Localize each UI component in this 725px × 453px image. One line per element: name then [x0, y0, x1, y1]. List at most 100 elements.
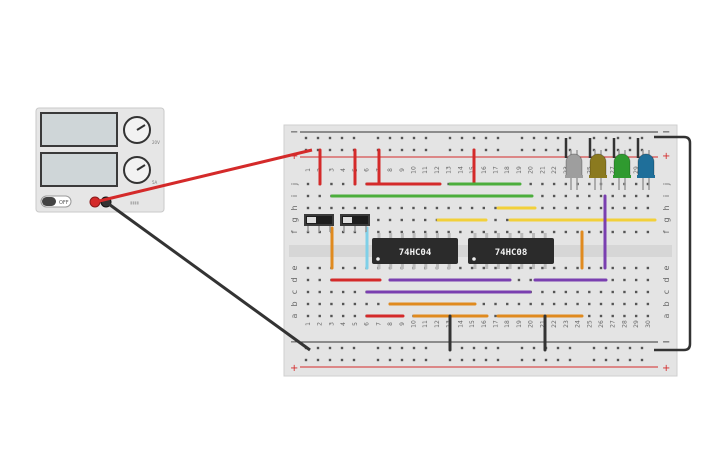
hole[interactable]	[318, 290, 321, 294]
hole[interactable]	[611, 266, 614, 270]
hole[interactable]	[623, 290, 626, 294]
hole[interactable]	[634, 206, 638, 210]
rail-hole[interactable]	[388, 358, 392, 362]
hole[interactable]	[377, 230, 380, 234]
hole[interactable]	[552, 266, 556, 270]
rail-hole[interactable]	[640, 358, 644, 362]
rail-hole[interactable]	[628, 148, 632, 152]
hole[interactable]	[494, 302, 497, 306]
hole[interactable]	[552, 206, 556, 210]
hole[interactable]	[341, 266, 345, 270]
hole[interactable]	[611, 278, 614, 282]
hole[interactable]	[459, 230, 462, 234]
hole[interactable]	[388, 230, 392, 234]
rail-hole[interactable]	[304, 358, 308, 362]
hole[interactable]	[494, 218, 497, 222]
hole[interactable]	[611, 314, 614, 318]
rail-hole[interactable]	[400, 136, 404, 140]
rail-hole[interactable]	[640, 148, 644, 152]
hole[interactable]	[424, 218, 427, 222]
rail-hole[interactable]	[496, 346, 500, 350]
hole[interactable]	[400, 218, 403, 222]
hole[interactable]	[564, 302, 568, 306]
external-wires[interactable]	[94, 135, 692, 352]
hole[interactable]	[517, 266, 521, 270]
hole[interactable]	[552, 302, 556, 306]
hole[interactable]	[588, 230, 591, 234]
rail-hole[interactable]	[328, 346, 332, 350]
hole[interactable]	[634, 194, 638, 198]
hole[interactable]	[306, 314, 310, 318]
hole[interactable]	[529, 302, 532, 306]
hole[interactable]	[564, 230, 568, 234]
rail-hole[interactable]	[520, 148, 524, 152]
hole[interactable]	[599, 290, 603, 294]
hole[interactable]	[341, 314, 345, 318]
hole[interactable]	[341, 302, 345, 306]
hole[interactable]	[353, 266, 357, 270]
rail-hole[interactable]	[328, 136, 332, 140]
hole[interactable]	[599, 206, 603, 210]
hole[interactable]	[400, 230, 403, 234]
rail-hole[interactable]	[628, 346, 632, 350]
hole[interactable]	[318, 278, 321, 282]
rail-hole[interactable]	[592, 148, 596, 152]
hole[interactable]	[482, 230, 485, 234]
rail-hole[interactable]	[376, 136, 380, 140]
hole[interactable]	[353, 206, 357, 210]
hole[interactable]	[330, 206, 333, 210]
hole[interactable]	[599, 230, 603, 234]
hole[interactable]	[494, 206, 497, 210]
hole[interactable]	[447, 206, 450, 210]
rail-hole[interactable]	[628, 136, 632, 140]
hole[interactable]	[564, 194, 568, 198]
rail-hole[interactable]	[328, 358, 332, 362]
rail-hole[interactable]	[556, 346, 560, 350]
hole[interactable]	[306, 194, 310, 198]
hole[interactable]	[470, 266, 474, 270]
hole[interactable]	[388, 218, 392, 222]
hole[interactable]	[646, 314, 650, 318]
hole[interactable]	[306, 182, 310, 186]
rail-hole[interactable]	[496, 136, 500, 140]
ground-loop-wire[interactable]	[654, 135, 692, 352]
hole[interactable]	[517, 230, 521, 234]
hole[interactable]	[634, 182, 638, 186]
hole[interactable]	[541, 194, 544, 198]
hole[interactable]	[377, 302, 380, 306]
hole[interactable]	[388, 206, 392, 210]
hole[interactable]	[611, 194, 614, 198]
rail-hole[interactable]	[472, 346, 476, 350]
rail-hole[interactable]	[448, 148, 452, 152]
rail-hole[interactable]	[556, 358, 560, 362]
hole[interactable]	[552, 194, 556, 198]
hole[interactable]	[529, 182, 532, 186]
hole[interactable]	[541, 182, 544, 186]
led-array[interactable]	[564, 138, 655, 190]
hole[interactable]	[341, 230, 345, 234]
hole[interactable]	[611, 206, 614, 210]
rail-hole[interactable]	[568, 346, 572, 350]
hole[interactable]	[623, 230, 626, 234]
hole[interactable]	[576, 194, 579, 198]
hole[interactable]	[576, 290, 579, 294]
hole[interactable]	[353, 302, 357, 306]
hole[interactable]	[646, 182, 650, 186]
hole[interactable]	[341, 182, 345, 186]
rail-hole[interactable]	[304, 136, 308, 140]
hole[interactable]	[552, 290, 556, 294]
hole[interactable]	[634, 266, 638, 270]
rail-hole[interactable]	[568, 148, 572, 152]
hole[interactable]	[365, 206, 368, 210]
hole[interactable]	[330, 302, 333, 306]
hole[interactable]	[306, 290, 310, 294]
rail-hole[interactable]	[412, 148, 416, 152]
rail-hole[interactable]	[316, 136, 320, 140]
rail-hole[interactable]	[592, 346, 596, 350]
hole[interactable]	[541, 230, 544, 234]
hole[interactable]	[306, 266, 310, 270]
rail-hole[interactable]	[412, 358, 416, 362]
hole[interactable]	[623, 314, 626, 318]
hole[interactable]	[318, 266, 321, 270]
